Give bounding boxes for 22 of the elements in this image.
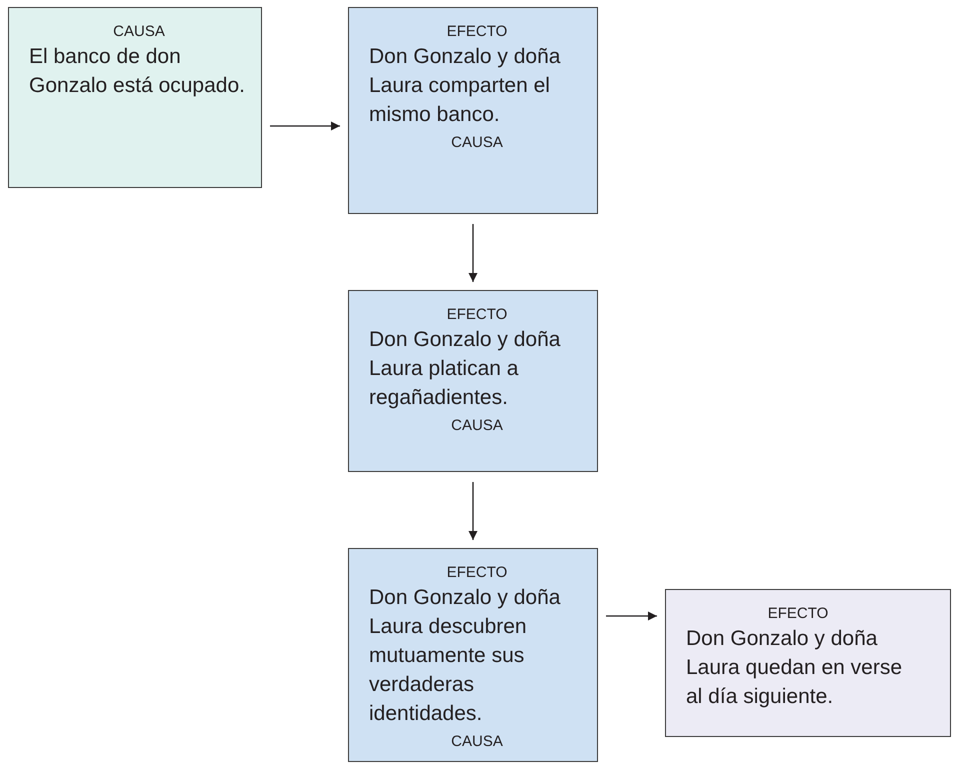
body-text: Don Gonzalo y doña Laura comparten el mismo banco. — [369, 44, 562, 128]
arrow — [468, 224, 478, 282]
heading-label: EFECTO — [446, 563, 508, 583]
text-box — [665, 589, 951, 737]
heading-label: CAUSA — [112, 22, 166, 42]
body-text: Don Gonzalo y doña Laura descubren mutuamente sus verdaderas identidades. — [369, 585, 562, 727]
text-box — [348, 7, 598, 214]
body-text: Don Gonzalo y doña Laura quedan en verse al día siguiente. — [686, 626, 903, 710]
heading-label: CAUSA — [450, 416, 504, 436]
arrow — [468, 482, 478, 540]
heading-label: EFECTO — [766, 604, 830, 624]
text-box — [348, 548, 598, 762]
arrow — [270, 122, 340, 130]
heading-label: CAUSA — [450, 133, 504, 153]
body-text: Don Gonzalo y doña Laura platican a regañadientes. — [369, 327, 562, 411]
body-text: El banco de don Gonzalo está ocupado. — [29, 44, 246, 99]
heading-label: CAUSA — [450, 732, 504, 752]
arrow — [606, 612, 657, 620]
text-box — [8, 7, 262, 188]
text-box — [348, 290, 598, 472]
heading-label: EFECTO — [446, 305, 508, 325]
heading-label: EFECTO — [446, 22, 508, 42]
